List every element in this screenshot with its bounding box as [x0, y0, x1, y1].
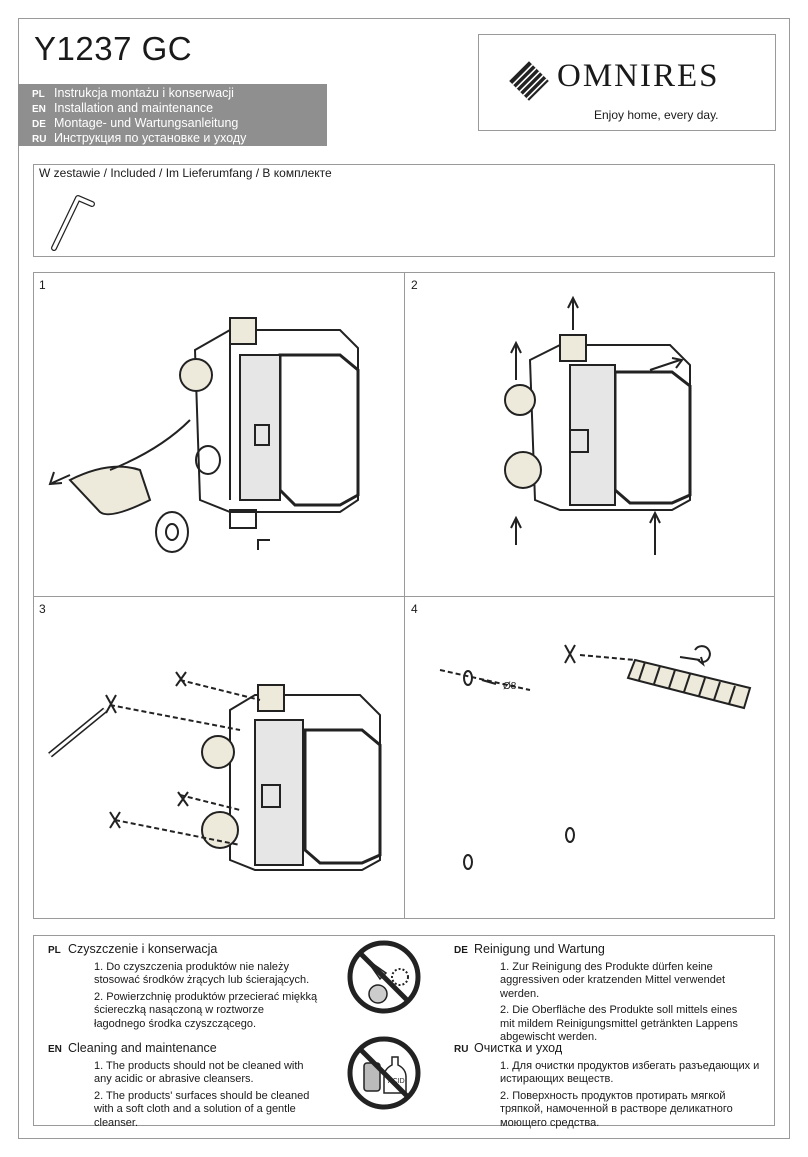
- drill-diameter-label: Ø8: [503, 681, 517, 692]
- language-title: Installation and maintenance: [54, 101, 214, 115]
- care-language-code: EN: [48, 1044, 62, 1055]
- page-frame: [18, 18, 790, 1139]
- step-4-illustration: [439, 644, 752, 870]
- included-label: W zestawie / Included / Im Lieferumfang …: [39, 166, 332, 180]
- brand-name: OMNIRES: [557, 58, 720, 94]
- language-code: EN: [32, 104, 46, 115]
- no-abrasive-tools-icon: [347, 940, 421, 1014]
- language-code: PL: [32, 89, 45, 100]
- care-item: 1. Zur Reinigung des Produkte dürfen kei…: [500, 960, 726, 1000]
- language-bar: PL Instrukcja montażu i konserwacji EN Ins…: [18, 84, 327, 146]
- brand-logo-icon: [509, 61, 549, 101]
- care-heading-text: Очистка и уход: [474, 1041, 563, 1055]
- step-number: 4: [411, 602, 418, 616]
- care-heading: DE Reinigung und Wartung: [454, 942, 754, 958]
- care-item: 1. The products should not be cleaned wi…: [94, 1059, 304, 1086]
- step-3-illustration: [48, 671, 382, 871]
- care-heading-text: Czyszczenie i konserwacja: [68, 942, 218, 956]
- language-row-en: EN Installation and maintenance: [32, 101, 213, 115]
- steps-divider-horizontal: [33, 596, 775, 597]
- care-item: 2. Powierzchnię produktów przecierać mię…: [94, 990, 318, 1030]
- care-heading-text: Cleaning and maintenance: [68, 1041, 217, 1055]
- steps-divider-vertical: [404, 272, 405, 919]
- step-2-illustration: [504, 295, 692, 555]
- care-section-de: DE Reinigung und Wartung 1. Zur Reinigung…: [454, 942, 754, 1048]
- language-title: Instrukcja montażu i konserwacji: [54, 86, 234, 100]
- included-box: [33, 164, 775, 257]
- care-item: 1. Do czyszczenia produktów nie należy s…: [94, 960, 310, 987]
- acid-label: ACID: [388, 1078, 405, 1085]
- language-title: Montage- und Wartungsanleitung: [54, 116, 239, 130]
- language-code: DE: [32, 119, 46, 130]
- care-heading: PL Czyszczenie i konserwacja: [48, 942, 318, 958]
- language-row-ru: RU Инструкция по установке и уходу: [32, 131, 246, 145]
- step-1-illustration: [48, 317, 360, 553]
- brand-slogan: Enjoy home, every day.: [594, 108, 719, 122]
- care-language-code: DE: [454, 945, 468, 956]
- care-language-code: RU: [454, 1044, 469, 1055]
- step-number: 3: [39, 602, 46, 616]
- language-row-pl: PL Instrukcja montażu i konserwacji: [32, 86, 234, 100]
- care-item: 2. Die Oberfläche des Produkte soll mitt…: [500, 1004, 738, 1043]
- hex-key-icon: [51, 195, 95, 251]
- step-number: 2: [411, 278, 418, 292]
- care-section-ru: RU Очистка и уход 1. Для очистки продукто…: [454, 1041, 764, 1133]
- care-heading: EN Cleaning and maintenance: [48, 1041, 318, 1057]
- care-item: 2. Поверхность продуктов протирать мягко…: [500, 1089, 733, 1129]
- care-heading: RU Очистка и уход: [454, 1041, 764, 1057]
- model-title: Y1237 GC: [34, 30, 193, 67]
- step-number: 1: [39, 278, 46, 292]
- language-code: RU: [32, 134, 47, 145]
- cleaning-section: [33, 935, 775, 1126]
- no-acid-cleaners-icon: ACID: [347, 1036, 421, 1110]
- care-section-en: EN Cleaning and maintenance 1. The produc…: [48, 1041, 318, 1133]
- care-section-pl: PL Czyszczenie i konserwacja 1. Do czyszc…: [48, 942, 318, 1034]
- care-item: 1. Для очистки продуктов избегать разъед…: [500, 1059, 760, 1086]
- language-title: Инструкция по установке и уходу: [54, 131, 247, 145]
- care-heading-text: Reinigung und Wartung: [474, 942, 605, 956]
- care-item: 2. The products' surfaces should be clea…: [94, 1089, 310, 1129]
- language-row-de: DE Montage- und Wartungsanleitung: [32, 116, 238, 130]
- brand-box: [478, 34, 776, 131]
- care-language-code: PL: [48, 945, 61, 956]
